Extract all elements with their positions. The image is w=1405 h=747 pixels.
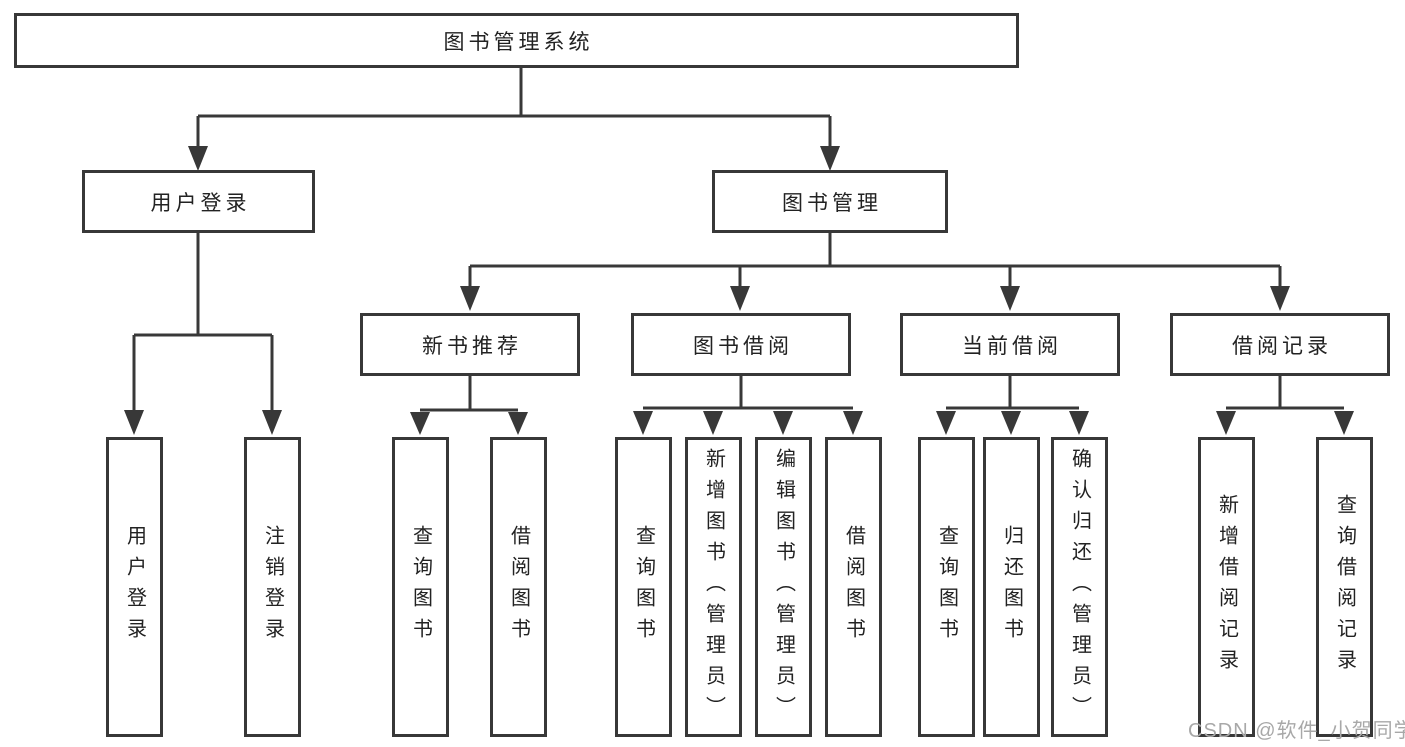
- node-borrow-records: 借阅记录: [1170, 313, 1390, 376]
- node-label: 图书管理系统: [443, 30, 594, 54]
- node-label: 借阅图书: [507, 525, 530, 649]
- node-label: 新增图书（管理员）: [702, 447, 725, 727]
- leaf-query-books-borrow: 查询图书: [615, 437, 672, 737]
- node-label: 查询借阅记录: [1333, 494, 1356, 680]
- leaf-query-books-current: 查询图书: [918, 437, 975, 737]
- connector-book-management-to-level3: [460, 233, 1290, 311]
- connector-borrow-records-to-leaves: [1216, 376, 1354, 435]
- leaf-edit-book-admin: 编辑图书（管理员）: [755, 437, 812, 737]
- watermark: CSDN @软件_小贺同学: [1188, 720, 1405, 742]
- node-label: 当前借阅: [962, 334, 1062, 358]
- node-label: 查询图书: [632, 525, 655, 649]
- node-user-login: 用户登录: [82, 170, 315, 233]
- leaf-return-books: 归还图书: [983, 437, 1040, 737]
- node-label: 新书推荐: [422, 334, 522, 358]
- leaf-borrow-books-recommend: 借阅图书: [490, 437, 547, 737]
- connector-user-login-to-leaves: [124, 233, 282, 435]
- connector-new-book-recommend-to-leaves: [410, 376, 528, 435]
- node-label: 图书借阅: [693, 334, 793, 358]
- connector-current-borrow-to-leaves: [936, 376, 1089, 435]
- node-label: 编辑图书（管理员）: [772, 447, 795, 727]
- node-label: 归还图书: [1000, 525, 1023, 649]
- leaf-logout-login: 注销登录: [244, 437, 301, 737]
- connector-book-borrow-to-leaves: [633, 376, 863, 435]
- node-label: 借阅记录: [1232, 334, 1332, 358]
- leaf-add-borrow-record: 新增借阅记录: [1198, 437, 1255, 737]
- node-label: 新增借阅记录: [1215, 494, 1238, 680]
- node-label: 用户登录: [150, 191, 251, 215]
- node-new-book-recommend: 新书推荐: [360, 313, 580, 376]
- leaf-add-book-admin: 新增图书（管理员）: [685, 437, 742, 737]
- node-label: 借阅图书: [842, 525, 865, 649]
- leaf-borrow-books: 借阅图书: [825, 437, 882, 737]
- node-label: 查询图书: [935, 525, 958, 649]
- leaf-query-books-recommend: 查询图书: [392, 437, 449, 737]
- node-book-management: 图书管理: [712, 170, 948, 233]
- connector-root-to-level2: [188, 68, 840, 171]
- node-label: 查询图书: [409, 525, 432, 649]
- node-label: 注销登录: [261, 525, 284, 649]
- leaf-confirm-return-admin: 确认归还（管理员）: [1051, 437, 1108, 737]
- node-book-borrow: 图书借阅: [631, 313, 851, 376]
- leaf-user-login: 用户登录: [106, 437, 163, 737]
- node-library-management-system: 图书管理系统: [14, 13, 1019, 68]
- leaf-query-borrow-record: 查询借阅记录: [1316, 437, 1373, 737]
- node-current-borrow: 当前借阅: [900, 313, 1120, 376]
- node-label: 用户登录: [123, 525, 146, 649]
- node-label: 确认归还（管理员）: [1068, 447, 1091, 727]
- node-label: 图书管理: [782, 191, 882, 215]
